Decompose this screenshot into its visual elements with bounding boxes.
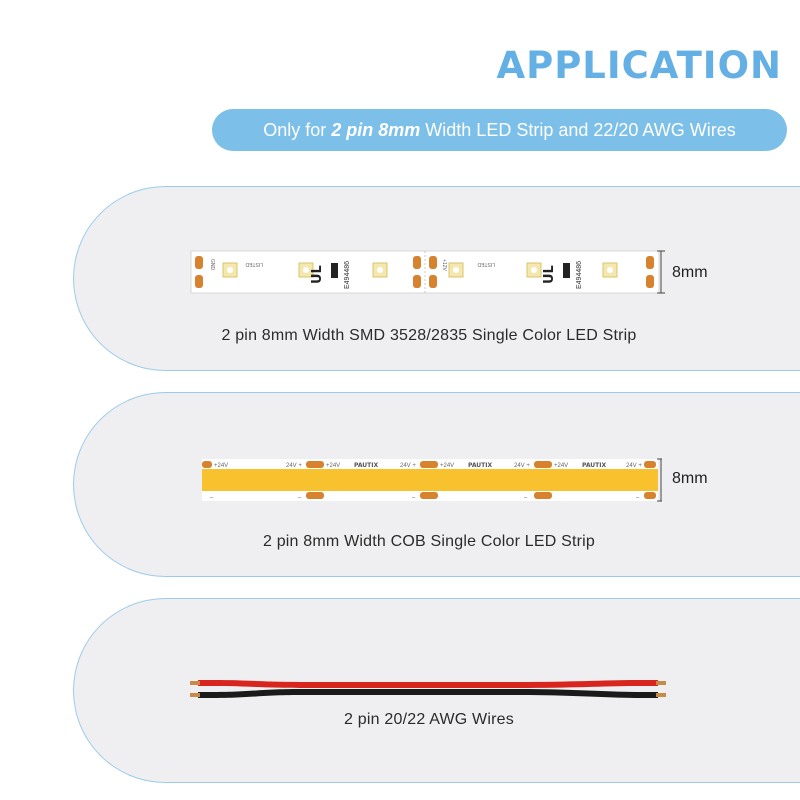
cob-plus-mark-2: 24V + xyxy=(286,463,302,469)
cob-brand-mark-3: PAUTIX xyxy=(582,462,607,469)
banner-suffix: Width LED Strip and 22/20 AWG Wires xyxy=(420,120,736,140)
panel-cob-strip: +24V 24V + +24V 24V + +24V 24V + +24V 24… xyxy=(73,392,800,577)
banner-prefix: Only for xyxy=(263,120,332,140)
smd-strip-caption: 2 pin 8mm Width SMD 3528/2835 Single Col… xyxy=(221,327,637,344)
cob-minus-mark: – xyxy=(210,495,214,501)
cob-plus-mark-6: 24V + xyxy=(514,463,530,469)
cob-plus-mark-7: +24V xyxy=(554,463,568,469)
smd-strip-image: UL UL E494486 E494486 LISTED LISTED GND … xyxy=(190,250,665,294)
cob-plus-mark-8: 24V + xyxy=(626,463,642,469)
cob-plus-mark: +24V xyxy=(214,463,228,469)
cob-brand-mark-2: PAUTIX xyxy=(468,462,493,469)
panel-smd-strip: UL UL E494486 E494486 LISTED LISTED GND … xyxy=(73,186,800,371)
svg-text:UL: UL xyxy=(310,265,325,284)
smd-cert-mark: E494486 xyxy=(344,261,351,289)
smd-listed-mark: LISTED xyxy=(245,261,263,267)
page-title: APPLICATION xyxy=(496,44,782,87)
wires-caption: 2 pin 20/22 AWG Wires xyxy=(344,711,514,728)
svg-text:UL: UL xyxy=(542,265,557,284)
banner-emphasis: 2 pin 8mm xyxy=(331,120,421,140)
panel-wires: 2 pin 20/22 AWG Wires xyxy=(73,598,800,783)
smd-width-label: 8mm xyxy=(672,264,708,281)
cob-minus-mark-5: – xyxy=(636,495,640,501)
smd-cert-mark-2: E494486 xyxy=(576,261,583,289)
cob-strip-caption: 2 pin 8mm Width COB Single Color LED Str… xyxy=(262,533,596,550)
cob-minus-mark-3: – xyxy=(412,495,416,501)
cob-plus-mark-5: +24V xyxy=(440,463,454,469)
cob-strip-image: +24V 24V + +24V 24V + +24V 24V + +24V 24… xyxy=(202,458,662,502)
cob-plus-mark-4: 24V + xyxy=(400,463,416,469)
compatibility-banner: Only for 2 pin 8mm Width LED Strip and 2… xyxy=(212,109,787,151)
cob-width-label: 8mm xyxy=(672,470,708,487)
cob-minus-mark-4: – xyxy=(524,495,528,501)
smd-plus-mark: +12V xyxy=(441,259,447,271)
awg-wires-image xyxy=(190,680,666,698)
cob-brand-mark: PAUTIX xyxy=(354,462,379,469)
cob-minus-mark-2: – xyxy=(298,495,302,501)
smd-listed-mark-2: LISTED xyxy=(477,261,495,267)
smd-gnd-mark: GND xyxy=(209,259,215,271)
cob-plus-mark-3: +24V xyxy=(326,463,340,469)
